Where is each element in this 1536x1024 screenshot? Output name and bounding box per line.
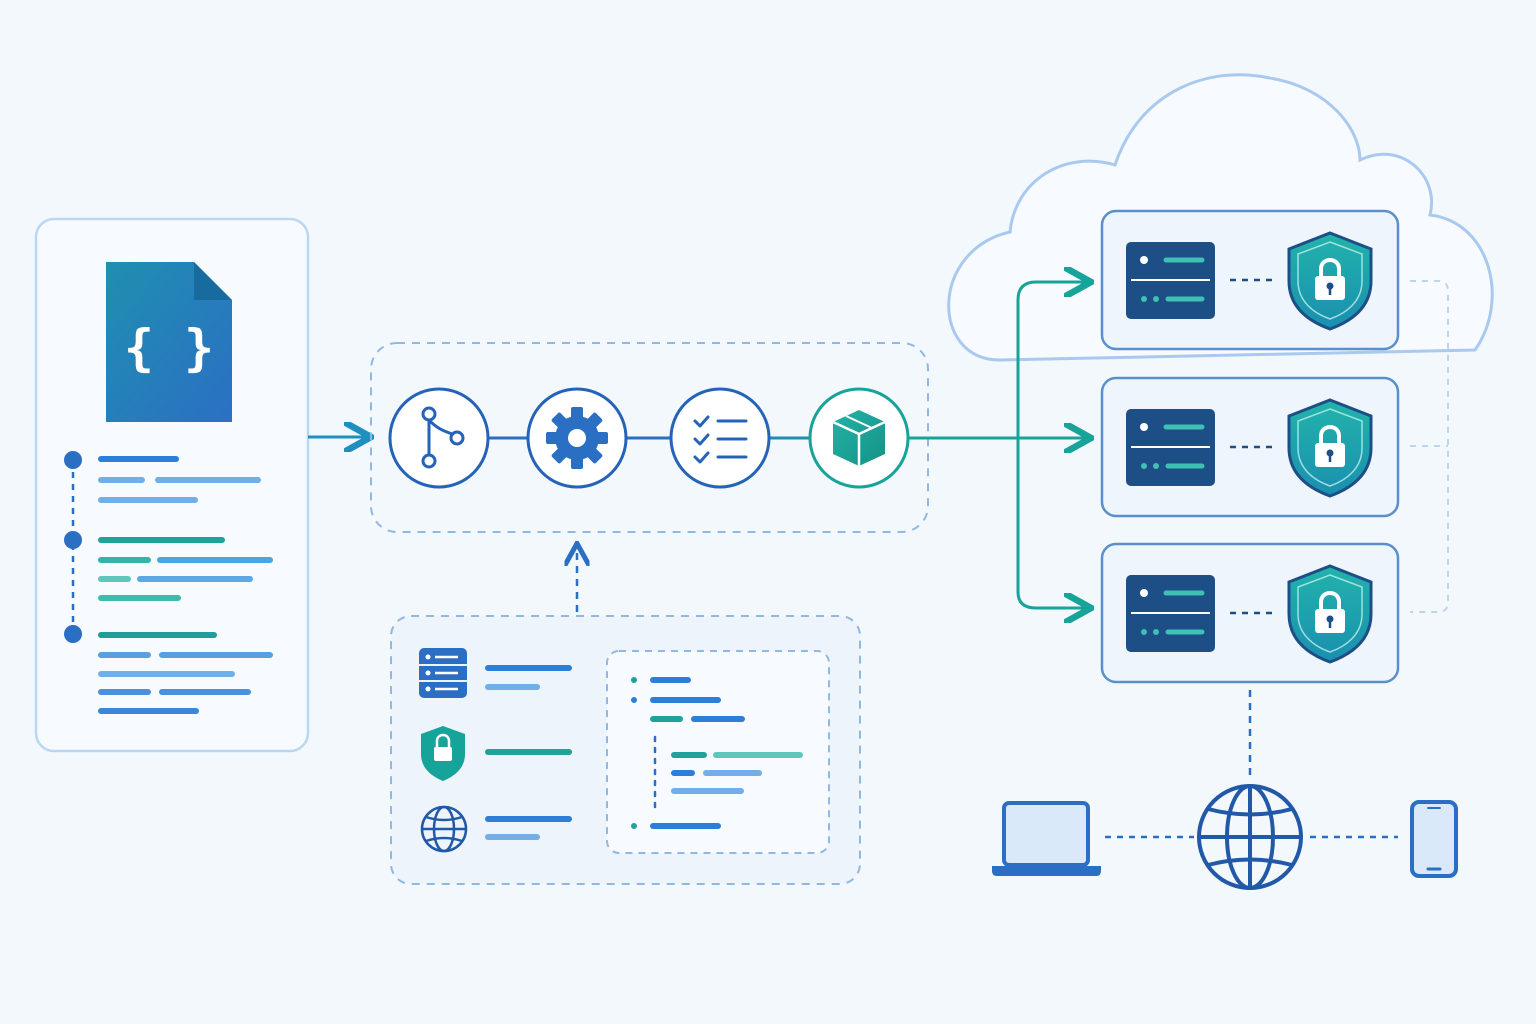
timeline-dot: [64, 451, 82, 469]
config-panel: [390, 615, 861, 885]
shield-lock-icon: [1287, 231, 1373, 331]
pipeline-group: [370, 342, 929, 533]
server-icon: [1126, 242, 1215, 319]
cloud-node-card: [1100, 376, 1400, 518]
source-panel: { }: [34, 217, 310, 753]
json-file-icon: { }: [106, 262, 232, 422]
config-code-box: [606, 650, 830, 854]
config-item-servers: [419, 648, 572, 698]
pipeline-stage-test: [669, 387, 771, 489]
server-list-icon: [419, 648, 467, 698]
cloud-node-card: [1100, 209, 1400, 351]
pipeline-stage-build: [526, 387, 628, 489]
globe-icon: [420, 805, 468, 853]
server-icon: [1126, 409, 1215, 486]
source-code-lines: [98, 456, 273, 714]
checklist-icon: [693, 415, 748, 464]
gear-icon: [546, 407, 608, 469]
json-brace-glyph: { }: [124, 319, 214, 377]
laptop-icon: [992, 801, 1101, 876]
server-icon: [1126, 575, 1215, 652]
source-timeline: [64, 451, 82, 643]
shield-lock-icon: [1287, 564, 1373, 664]
config-item-network: [420, 805, 572, 853]
deploy-connectors: [908, 282, 1088, 608]
pipeline-stage-package: [808, 387, 910, 489]
cloud-nodes: [1100, 209, 1400, 684]
pipeline-stage-source: [388, 387, 490, 489]
timeline-dot: [64, 625, 82, 643]
cloud-node-card: [1100, 542, 1400, 684]
package-box-icon: [832, 410, 886, 466]
shield-lock-icon: [1287, 398, 1373, 498]
shield-lock-icon: [421, 726, 465, 781]
client-devices: [992, 784, 1458, 890]
smartphone-icon: [1410, 800, 1458, 878]
config-item-security: [421, 726, 572, 781]
git-branch-icon: [421, 406, 465, 469]
internet-globe-icon: [1197, 784, 1303, 890]
timeline-dot: [64, 531, 82, 549]
